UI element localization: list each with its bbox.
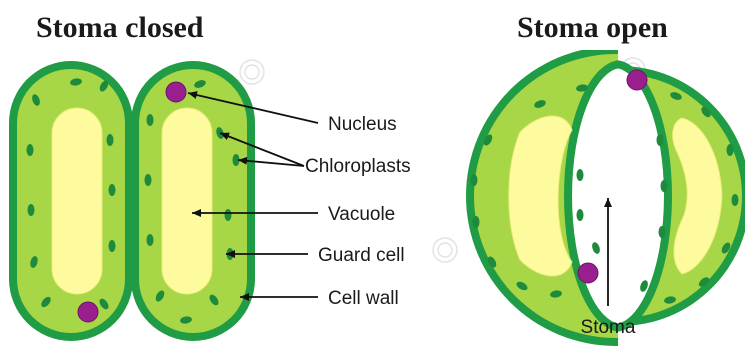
vacuole-right-closed	[162, 108, 212, 294]
nucleus-left-closed	[78, 302, 98, 322]
stoma-closed-figure	[9, 61, 255, 341]
nucleus-right-open	[627, 70, 647, 90]
guard-cell-right-closed	[131, 61, 255, 341]
guard-cell-left-closed	[9, 61, 133, 341]
label-stoma: Stoma	[581, 317, 636, 338]
label-guard-cell: Guard cell	[318, 245, 405, 266]
nucleus-right-closed	[166, 82, 186, 102]
nucleus-left-open	[578, 263, 598, 283]
stoma-open-figure	[466, 46, 745, 346]
title-stoma-closed: Stoma closed	[36, 11, 204, 44]
title-stoma-open: Stoma open	[517, 11, 668, 44]
label-cell-wall: Cell wall	[328, 288, 399, 309]
vacuole-left-closed	[52, 108, 102, 294]
label-vacuole: Vacuole	[328, 204, 395, 225]
label-nucleus: Nucleus	[328, 114, 397, 135]
label-chloroplasts: Chloroplasts	[305, 156, 411, 177]
